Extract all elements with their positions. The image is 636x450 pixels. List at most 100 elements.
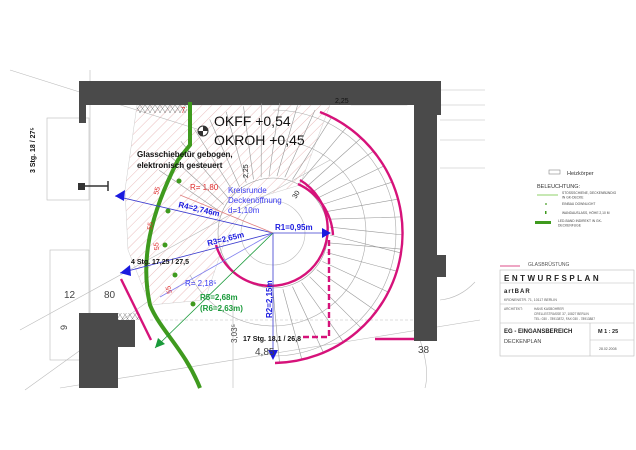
arrow-r5-icon [155, 338, 165, 348]
stair-step-line [329, 242, 403, 250]
title-client-address: KRONENSTR. 71, 10117 BERLIN [504, 298, 557, 302]
radius-r2: R2=2,15m [265, 280, 274, 318]
stair-step-line [284, 109, 316, 178]
title-client: artBAR [504, 289, 531, 295]
downlights [162, 178, 196, 307]
legend-lighting-title: BELEUCHTUNG: [537, 184, 581, 190]
arrow-r3-icon [120, 265, 131, 276]
opening-note-2: Deckenöffnung [228, 196, 282, 205]
level-okff: OKFF +0,54 [214, 113, 291, 129]
stair-step-line [326, 252, 398, 272]
title-architect-name: HANS KASBOHRER [534, 307, 564, 311]
stair-step-line [328, 216, 403, 220]
title-architect-address: CRELLESTRASSE 37, 10827 BERLIN [534, 312, 589, 316]
stair-steps [158, 103, 404, 363]
stair-step-line [316, 269, 377, 312]
stair-step-line [322, 181, 393, 205]
door-note-2: elektronisch gesteuert [137, 161, 223, 170]
legend: Heizkörper BELEUCHTUNG: STOSSSCHIENE, DE… [500, 169, 617, 268]
dim-55-a: 55 [153, 186, 162, 195]
radius-r5: R5=2,68m [200, 293, 238, 302]
door-note-1: Glasschiebetür gebogen, [137, 150, 233, 159]
legend-item-2: EINBAU DOWNLIGHT [562, 202, 595, 206]
stair-step-line [225, 111, 247, 183]
title-date: 28.02.2008 [599, 347, 617, 351]
title-scale: M 1 : 25 [598, 329, 618, 335]
dim-55-c: 55 [153, 242, 161, 250]
level-okroh: OKROH +0,45 [214, 132, 305, 148]
stair-step-line [306, 137, 362, 188]
dim-30: 30 [292, 190, 302, 200]
stairs-4: 4 Stg. 17,25 / 27,5 [131, 259, 189, 266]
walls [79, 81, 446, 388]
background-linework [9, 69, 485, 391]
arrow-r1-icon [322, 228, 331, 238]
radius-lines [114, 194, 330, 358]
stair-step-line [268, 103, 280, 177]
wall-fixture-icon [78, 181, 109, 191]
elevation-marker-icon [197, 125, 209, 137]
legend-item-3: WANDAUSLASS, HÖHE 2,10 M [562, 211, 610, 215]
wall-outlet-symbol-icon [545, 211, 547, 214]
dim-7: 7 [181, 106, 186, 115]
wall-hatch-bottom [118, 313, 140, 320]
dim-225-vertical: 2,25 [243, 164, 250, 178]
dim-9: 9 [59, 325, 69, 330]
heater-symbol-icon [548, 169, 561, 175]
opening-note-3: d=1,10m [228, 206, 260, 215]
dim-12: 12 [64, 290, 76, 301]
title-plan: EG - EINGANSBEREICH [504, 329, 572, 335]
stair-step-line [312, 150, 375, 193]
title-block [499, 269, 635, 357]
stair-step-line [309, 276, 362, 329]
dim-38: 38 [418, 345, 430, 356]
hatched-ceiling-area [124, 104, 331, 306]
title-plan-subtitle: DECKENPLAN [504, 339, 541, 345]
stair-step-line [325, 198, 399, 212]
radius-r6: (R6=2,63m) [200, 304, 243, 313]
dim-55-b: 55 [147, 222, 155, 230]
wall-hatch-top [137, 105, 187, 113]
stair-step-line [301, 282, 344, 343]
stair-step-line [317, 165, 385, 199]
stair-step-line [209, 119, 240, 188]
radius-blue: R= 2,18⁵ [185, 279, 217, 288]
glass-railing [119, 110, 414, 365]
stair-step-line [194, 129, 234, 193]
stair-step-line [243, 106, 254, 180]
downlight-symbol-icon [545, 203, 547, 205]
title-architect-tel: TEL: 030 - 78913872, FAX 030 - 78913887 [534, 317, 595, 321]
legend-heater: Heizkörper [567, 171, 594, 177]
curved-glass-sliding-door [144, 102, 202, 389]
stairs-17: 17 Stg. 18,1 / 26,8 [243, 336, 301, 343]
dim-80: 80 [104, 290, 116, 301]
dim-55-d: 55 [165, 285, 174, 294]
arrow-r2-icon [268, 350, 278, 360]
legend-item-1b: IN GK-DECKE [562, 196, 584, 200]
dim-303: 3,03⁵ [230, 324, 239, 343]
title-architect-label: ARCHITEKT: [504, 307, 523, 311]
legend-item-1a: STOSSSCHIENE, DECKENBÜNDIG [562, 191, 617, 195]
radius-r1: R1=0,95m [275, 223, 313, 232]
stair-step-line [292, 286, 324, 353]
stair-step-line [292, 116, 333, 180]
title-heading: ENTWURFSPLAN [504, 274, 601, 283]
led-band-symbol-icon [535, 221, 551, 224]
legend-item-4a: LED-BAND INDIREKT IN GK- [558, 219, 602, 223]
arrow-heads [115, 190, 331, 360]
stair-step-line [282, 289, 303, 360]
legend-item-4b: DECKENFUGE [558, 224, 582, 228]
dim-225-top: 2,25 [335, 98, 349, 105]
opening-note-1: Kreisrunde [228, 186, 267, 195]
legend-glass-railing: GLASBRÜSTUNG [528, 261, 570, 268]
stairs-3: 3 Stg. 18 / 27⁵ [30, 127, 37, 173]
radius-red: R= 1,80 [190, 183, 219, 192]
arrow-r4-icon [115, 190, 125, 201]
stair-step-line [329, 226, 404, 236]
stair-step-line [329, 234, 402, 254]
stair-step-line [322, 261, 389, 293]
stair-step-line [180, 141, 229, 199]
dim-485: 4,85 [255, 347, 275, 358]
